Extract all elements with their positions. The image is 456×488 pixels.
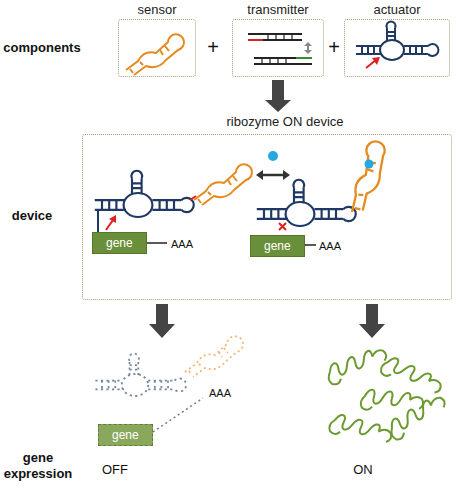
actuator-box: actuator [344, 2, 450, 77]
device-on-state [326, 138, 407, 217]
device-on-state [279, 223, 286, 230]
state-label: ON [353, 462, 373, 478]
gene-label: gene [264, 239, 291, 253]
hammerhead-actuator [356, 21, 438, 68]
device-on-state [365, 160, 374, 169]
gene-box: gene [250, 235, 305, 257]
transmitter-duplex [248, 34, 312, 64]
degraded-mrna [185, 336, 243, 377]
device-on-state [257, 138, 407, 245]
device-off-state [147, 242, 167, 244]
device-off-state [109, 215, 116, 223]
protein [328, 413, 393, 449]
gene-label: gene [106, 236, 133, 250]
box-heading: ribozyme ON device [82, 114, 452, 130]
state-label: OFF [102, 462, 128, 478]
transmitter-duplex [254, 63, 312, 65]
degraded-mrna [95, 336, 243, 432]
ligand-switch [283, 170, 290, 180]
sensor-box: sensor [118, 2, 196, 77]
dotted-border [82, 134, 452, 300]
device-on-state [257, 180, 356, 226]
device-on-state [305, 244, 316, 246]
hammerhead-actuator [372, 57, 380, 65]
dotted-border [118, 19, 196, 77]
device-off-state [95, 171, 194, 217]
dotted-border [344, 19, 450, 77]
hammerhead-actuator [356, 21, 438, 60]
box-heading: actuator [344, 2, 450, 18]
block-arrow [359, 304, 385, 338]
box-heading: transmitter [232, 2, 324, 18]
block-arrow [265, 80, 291, 112]
ligand-switch [268, 151, 278, 161]
degraded-mrna [95, 354, 186, 396]
ligand-switch [262, 174, 284, 177]
polya-tail: AAA [171, 237, 193, 251]
block-arrow [149, 304, 175, 338]
transmitter-duplex [263, 39, 302, 41]
aptamer-sensor [126, 34, 184, 75]
gene-label: gene [112, 428, 139, 442]
dotted-border [232, 19, 324, 77]
transmitter-duplex [254, 57, 296, 59]
transmitter-duplex [304, 42, 312, 46]
ligand-switch [256, 170, 263, 180]
row-label: device [12, 208, 52, 224]
protein [360, 389, 424, 415]
device-box: ribozyme ON device gene gene [82, 114, 452, 300]
transmitter-duplex [248, 33, 302, 35]
transmitter-duplex [268, 34, 292, 40]
gene-box: gene [98, 424, 153, 446]
plus-sign: + [328, 36, 340, 59]
polya-tail: AAA [319, 239, 341, 253]
protein [386, 393, 450, 442]
transmitter-box: transmitter [232, 2, 324, 77]
device-off-state [106, 220, 113, 230]
transmitter-duplex [304, 50, 312, 54]
row-label: components [3, 40, 80, 56]
ligand-switch [256, 151, 290, 180]
protein [324, 346, 389, 386]
aptamer-sensor [126, 34, 184, 75]
degraded-mrna [153, 398, 203, 432]
transmitter-duplex [248, 39, 263, 41]
device-off-state [194, 164, 252, 205]
gene-box: gene [92, 232, 147, 254]
row-label: gene expression [1, 450, 75, 482]
block-arrow [149, 304, 385, 338]
transmitter-duplex [262, 58, 286, 64]
polya-tail: AAA [209, 386, 231, 400]
transmitter-duplex [296, 57, 312, 59]
plus-sign: + [207, 36, 219, 59]
device-off-state [97, 210, 99, 232]
box-heading: sensor [118, 2, 196, 18]
protein [324, 346, 449, 449]
device-off-state [190, 196, 196, 200]
